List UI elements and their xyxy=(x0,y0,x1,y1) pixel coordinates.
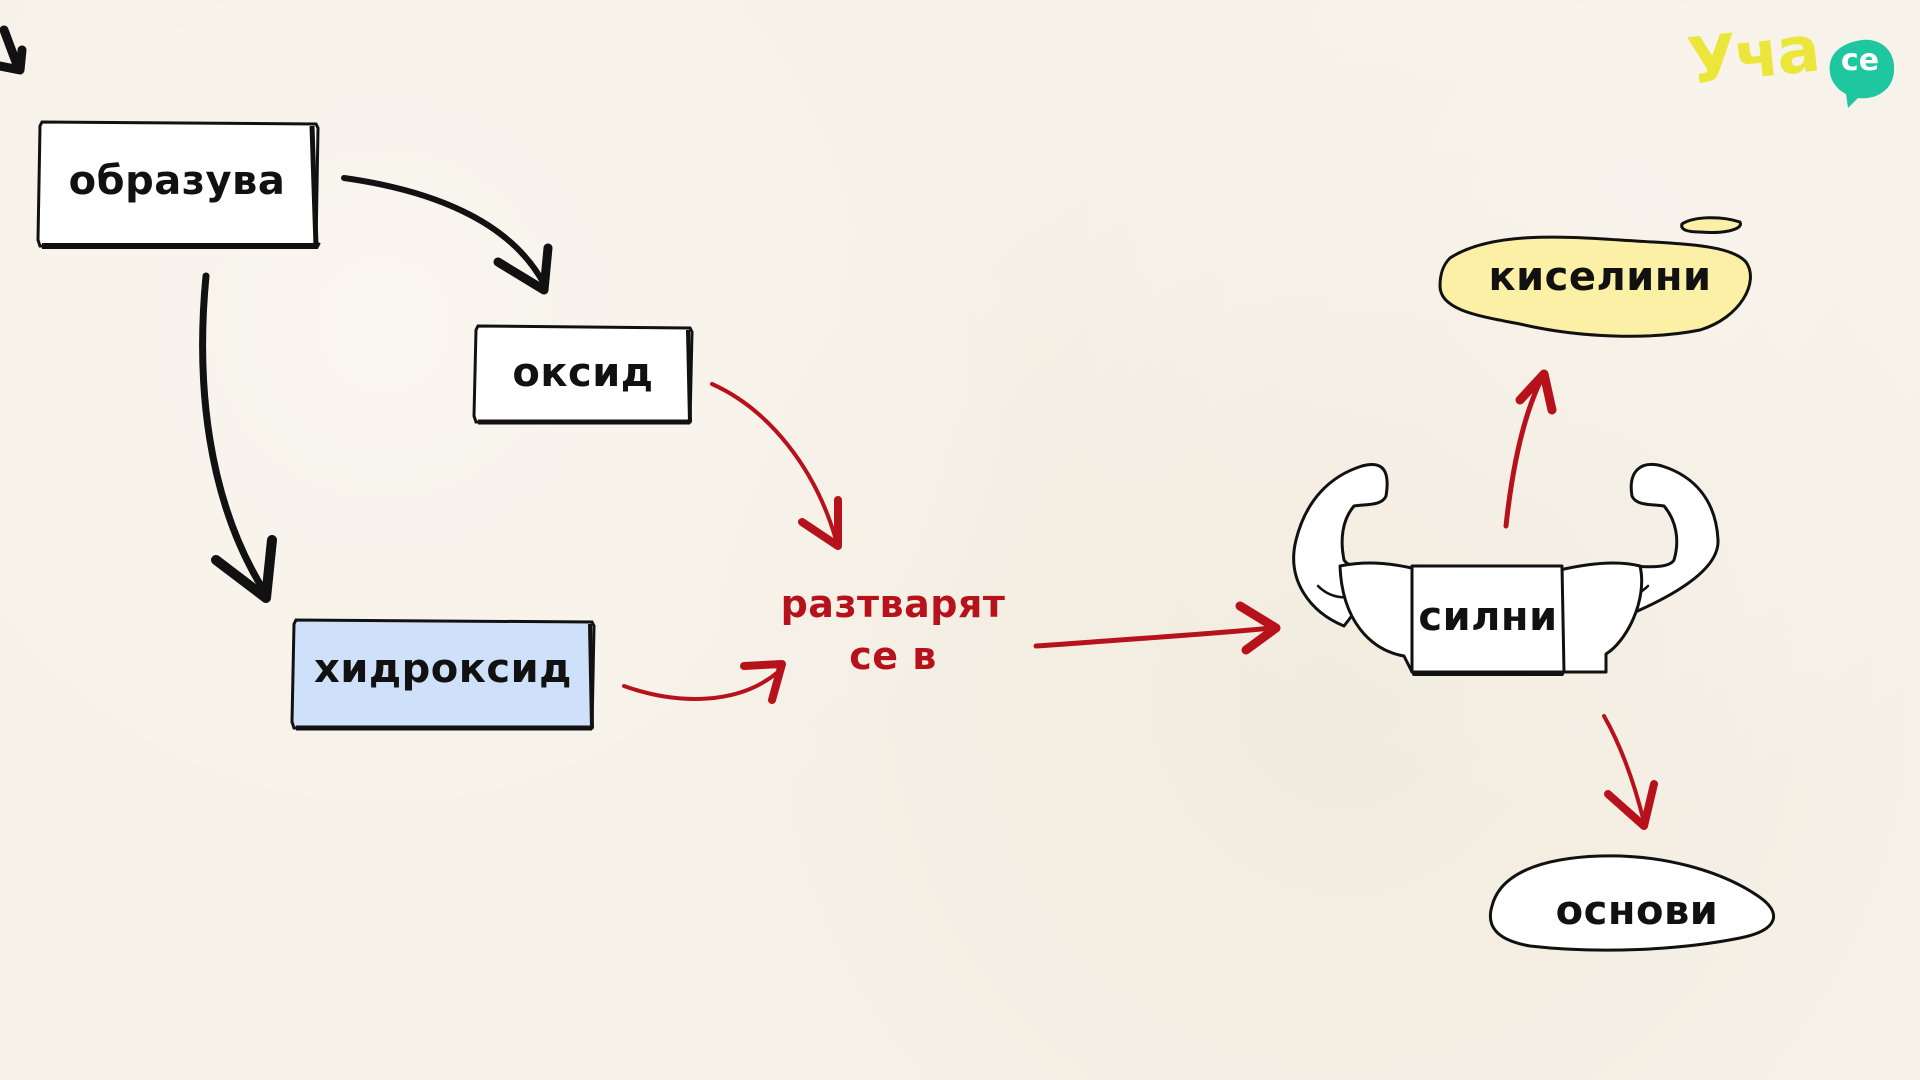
logo-bubble-text: се xyxy=(1840,43,1880,78)
cloud-bases xyxy=(1488,854,1776,952)
arrow-forms-to-hydroxide xyxy=(199,272,277,603)
node-dissolve-label: разтварят се в xyxy=(780,582,1006,678)
flexing-arms-icon xyxy=(1292,463,1720,676)
arrow-strong-to-bases xyxy=(1602,714,1658,830)
box-forms xyxy=(36,120,321,249)
box-hydroxide xyxy=(290,618,596,731)
node-oxide-label: оксид xyxy=(512,350,654,396)
arrow-dissolve-to-strong xyxy=(1033,601,1281,655)
box-oxide xyxy=(472,324,694,425)
arrow-oxide-to-dissolve xyxy=(710,382,842,550)
arrow-forms-to-oxide xyxy=(341,175,553,295)
logo-bubble: се xyxy=(1830,34,1890,94)
node-strong-label: силни xyxy=(1418,594,1558,640)
cloud-acids xyxy=(1438,216,1752,338)
arrow-hydroxide-to-dissolve xyxy=(622,660,786,704)
node-forms-label: образува xyxy=(68,158,286,204)
arrow-strong-to-acids xyxy=(1503,369,1557,529)
node-acids-label: киселини xyxy=(1488,254,1712,300)
node-hydroxide-label: хидроксид xyxy=(314,646,572,692)
logo-text: Уча xyxy=(1684,12,1822,100)
partial-arrow-top-left xyxy=(0,25,27,75)
brand-logo: Уча се xyxy=(1684,13,1898,108)
node-bases-label: основи xyxy=(1555,888,1719,934)
logo-bubble-shape xyxy=(1829,39,1895,108)
